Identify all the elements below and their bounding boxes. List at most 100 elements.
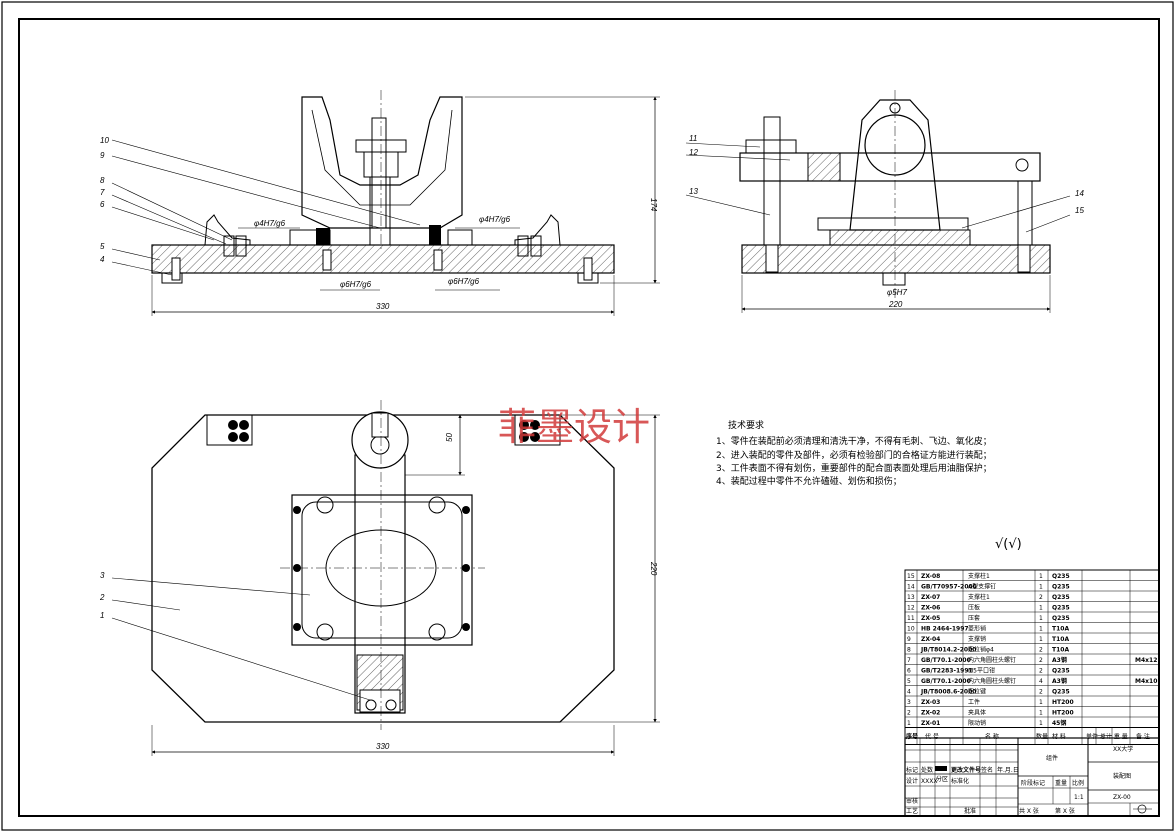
bom-code: ZX-04 [921,636,940,643]
bom-qty: 2 [1039,689,1043,696]
bom-material: Q235 [1052,584,1070,591]
bom-code: HB 2464-1997 [921,626,969,633]
bom-material: Q235 [1052,605,1070,612]
callout-15: 15 [1075,206,1084,215]
bom-header-weight: 单件 总计 重 量 [1086,733,1128,741]
tb-scale: 1:1 [1074,794,1084,801]
bom-qty: 2 [1039,647,1043,654]
tb-count: 处数 [921,766,933,774]
tb-scale-label: 比例 [1072,779,1084,787]
plan-dim-50: 50 [445,433,454,442]
bom-qty: 1 [1039,584,1043,591]
bom-qty: 4 [1039,678,1043,685]
callout-12: 12 [689,148,698,157]
bom-name: 支撑柱1 [968,572,990,580]
bom-code: GB/T70.1-2000 [921,678,971,685]
bom-no: 1 [907,720,911,727]
bom-no: 15 [907,573,915,580]
tb-date: 年.月.日 [997,766,1019,774]
bom-no: 4 [907,689,911,696]
tb-drawing-name: 装配图 [1113,772,1131,780]
bom-qty: 1 [1039,573,1043,580]
bom-name: 定位键 [968,688,986,696]
bom-header-name: 名 称 [985,733,999,741]
bom-material: T10A [1052,647,1069,654]
bom-no: 6 [907,668,911,675]
bom-no: 14 [907,584,915,591]
bom-name: M5平口钳 [968,667,995,675]
tb-review: 审核 [906,797,918,805]
bom-name: 支撑柱1 [968,593,990,601]
bom-material: Q235 [1052,689,1070,696]
roughness-symbol: √(√) [995,537,1022,552]
bom-name: 压板 [968,604,980,612]
tb-sheet-total: 共 X 张 [1019,807,1039,815]
bom-name: 夹具体 [968,709,986,717]
front-view [111,90,660,316]
callout-1: 1 [100,611,104,620]
tb-zone: 分区 [936,775,948,783]
bom-code: GB/T2283-1991 [921,668,973,675]
bom-name: 压套 [968,614,980,622]
bom-no: 11 [907,615,915,622]
bom-note: M4x12 [1135,657,1157,664]
side-view [685,90,1071,313]
bom-header-qty: 数量 [1036,733,1048,741]
bom-material: T10A [1052,626,1069,633]
tech-req-item-3: 3、工件表面不得有划伤，重要部件的配合面表面处理后用油脂保护； [716,462,992,474]
bom-qty: 1 [1039,636,1043,643]
tb-drawing-no: ZX-00 [1113,794,1131,801]
tb-sheet-no: 第 X 张 [1055,807,1075,815]
callout-8: 8 [100,176,105,185]
bom-name: 工件 [968,698,980,706]
tb-design-name: XXXX [921,778,937,785]
bom-code: JB/T8014.2-2000 [920,647,976,654]
bom-qty: 2 [1039,668,1043,675]
plan-height-dim: 220 [649,561,658,576]
bom-qty: 1 [1039,720,1043,727]
bom-qty: 1 [1039,710,1043,717]
bom-code: ZX-02 [921,710,940,717]
bom-code: ZX-08 [921,573,940,580]
callout-14: 14 [1075,189,1084,198]
plan-width-dim: 330 [376,742,390,751]
bom-material: T10A [1052,636,1069,643]
bom-no: 13 [907,594,915,601]
bom-name: 定位销φ4 [968,646,994,654]
callout-6: 6 [100,200,105,209]
inner-border [18,18,1160,817]
tech-req-title: 技术要求 [728,419,764,431]
bom-code: ZX-05 [921,615,940,622]
bom-material: Q235 [1052,615,1070,622]
tb-stage: 阶段标记 [1021,779,1045,787]
bom-name: 内六角圆柱头螺钉 [968,656,1016,664]
callout-3: 3 [100,571,105,580]
bom-code: ZX-01 [921,720,940,727]
bom-name: 支撑销 [968,635,986,643]
bom-code: GB/T70957-2000 [921,584,977,591]
callout-4: 4 [100,255,105,264]
tech-req-item-4: 4、装配过程中零件不允许磕碰、划伤和损伤； [716,475,902,487]
bom-header-code: 代 号 [925,733,939,741]
bom-qty: 1 [1039,605,1043,612]
bom-no: 12 [907,605,915,612]
bom-name: 菱形销 [968,625,986,633]
bom-qty: 2 [1039,657,1043,664]
fit-label-right-bottom: φ6H7/g6 [448,277,480,286]
bom-no: 10 [907,626,915,633]
bom-material: HT200 [1052,710,1074,717]
callout-2: 2 [99,593,105,602]
bom-material: A3钢 [1052,656,1067,664]
tb-company: XX大学 [1113,745,1133,753]
front-height-dim: 174 [649,198,658,212]
watermark-text: 菲墨设计 [498,405,650,449]
side-fit-label: φ5H7 [887,288,907,297]
bom-material: A3钢 [1052,677,1067,685]
bom-material: Q235 [1052,573,1070,580]
bom-note: M4x10 [1135,678,1157,685]
bom-code: ZX-07 [921,594,940,601]
bom-code: GB/T70.1-2000 [921,657,971,664]
